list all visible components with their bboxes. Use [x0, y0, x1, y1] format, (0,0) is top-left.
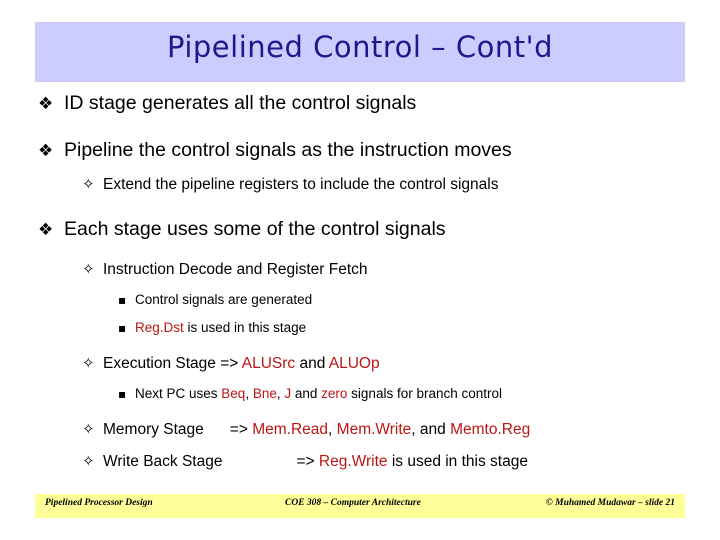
- signal-name-beq: Beq: [221, 386, 246, 401]
- bullet-text-head: Next PC uses: [135, 386, 222, 401]
- spacer: [0, 200, 720, 218]
- star-bullet-icon: ✧: [82, 354, 95, 372]
- bullet-text: Control signals are generated: [135, 292, 313, 307]
- signal-name-memtoreg: Memto.Reg: [450, 421, 531, 438]
- bullet-level2: ✧ Instruction Decode and Register Fetch: [0, 260, 720, 279]
- signal-name-regwrite: Reg.Write: [318, 453, 388, 470]
- bullet-level2: ✧ Memory Stage => Mem.Read, Mem.Write, an…: [0, 420, 720, 439]
- signal-name-zero: zero: [321, 386, 348, 401]
- bullet-level3: ▪ Next PC uses Beq, Bne, J and zero sign…: [0, 386, 720, 401]
- spacer: [0, 247, 720, 260]
- bullet-text-tail: is used in this stage: [183, 320, 307, 335]
- bullet-text: Write Back Stage => Reg.Write is used in …: [103, 453, 528, 471]
- square-bullet-icon: ▪: [118, 293, 127, 307]
- spacer: [0, 121, 720, 139]
- bullet-level2: ✧ Write Back Stage => Reg.Write is used i…: [0, 452, 720, 471]
- arrow-glyph: =>: [229, 421, 253, 438]
- footer-center-text: COE 308 – Computer Architecture: [285, 498, 421, 508]
- separator: ,: [276, 386, 285, 401]
- signal-name-alusrc: ALUSrc: [241, 355, 296, 372]
- title-band: Pipelined Control – Cont'd: [35, 22, 685, 82]
- spacer: [0, 285, 720, 292]
- bullet-level3: ▪ Reg.Dst is used in this stage: [0, 320, 720, 335]
- diamond-bullet-icon: ❖: [38, 141, 54, 161]
- stage-label-memory: Memory Stage: [103, 421, 204, 438]
- spacer: [0, 407, 720, 420]
- footer-left-text: Pipelined Processor Design: [45, 498, 153, 508]
- diamond-bullet-icon: ❖: [38, 94, 54, 114]
- spacer: [0, 168, 720, 175]
- diamond-bullet-icon: ❖: [38, 220, 54, 240]
- spacer: [0, 445, 720, 452]
- bullet-text: Extend the pipeline registers to include…: [103, 176, 499, 193]
- slide-content: ❖ ID stage generates all the control sig…: [0, 92, 720, 477]
- bullet-level1: ❖ Each stage uses some of the control si…: [0, 218, 720, 241]
- page-title: Pipelined Control – Cont'd: [166, 30, 553, 64]
- bullet-level1: ❖ Pipeline the control signals as the in…: [0, 139, 720, 162]
- bullet-text: Reg.Dst is used in this stage: [135, 320, 306, 335]
- arrow-glyph: =>: [296, 453, 319, 470]
- signal-name-regdst: Reg.Dst: [135, 320, 184, 335]
- separator: ,: [328, 421, 337, 438]
- bullet-text-head: Execution Stage =>: [103, 355, 242, 372]
- separator: , and: [411, 421, 451, 438]
- signal-name-j: J: [284, 386, 292, 401]
- signal-name-memwrite: Mem.Write: [336, 421, 412, 438]
- bullet-level3: ▪ Control signals are generated: [0, 292, 720, 307]
- bullet-text: Next PC uses Beq, Bne, J and zero signal…: [135, 386, 502, 401]
- bullet-level1: ❖ ID stage generates all the control sig…: [0, 92, 720, 115]
- signal-name-memread: Mem.Read: [252, 421, 329, 438]
- footer-band: Pipelined Processor Design COE 308 – Com…: [35, 494, 685, 518]
- signal-name-bne: Bne: [252, 386, 277, 401]
- star-bullet-icon: ✧: [82, 420, 95, 438]
- bullet-text: Instruction Decode and Register Fetch: [103, 261, 368, 278]
- bullet-text: Pipeline the control signals as the inst…: [64, 139, 512, 161]
- star-bullet-icon: ✧: [82, 175, 95, 193]
- spacer: [0, 313, 720, 320]
- footer-right-text: © Muhamed Mudawar – slide 21: [545, 498, 675, 508]
- bullet-text-tail: is used in this stage: [387, 453, 528, 470]
- spacer: [0, 379, 720, 386]
- star-bullet-icon: ✧: [82, 260, 95, 278]
- bullet-text: Execution Stage => ALUSrc and ALUOp: [103, 355, 380, 373]
- bullet-level2: ✧ Execution Stage => ALUSrc and ALUOp: [0, 354, 720, 373]
- square-bullet-icon: ▪: [118, 387, 127, 401]
- square-bullet-icon: ▪: [118, 321, 127, 335]
- bullet-text-conjunction: and: [295, 355, 329, 372]
- spacer: [0, 341, 720, 354]
- bullet-text-conjunction: and: [291, 386, 322, 401]
- star-bullet-icon: ✧: [82, 452, 95, 470]
- bullet-text: Memory Stage=> Mem.Read, Mem.Write, and …: [103, 421, 530, 439]
- separator: ,: [245, 386, 253, 401]
- bullet-text: ID stage generates all the control signa…: [64, 92, 417, 114]
- bullet-text-tail: signals for branch control: [347, 386, 502, 401]
- bullet-level2: ✧ Extend the pipeline registers to inclu…: [0, 175, 720, 194]
- bullet-text: Each stage uses some of the control sign…: [64, 218, 446, 240]
- signal-name-aluop: ALUOp: [328, 355, 380, 372]
- stage-label-writeback: Write Back Stage: [103, 453, 223, 470]
